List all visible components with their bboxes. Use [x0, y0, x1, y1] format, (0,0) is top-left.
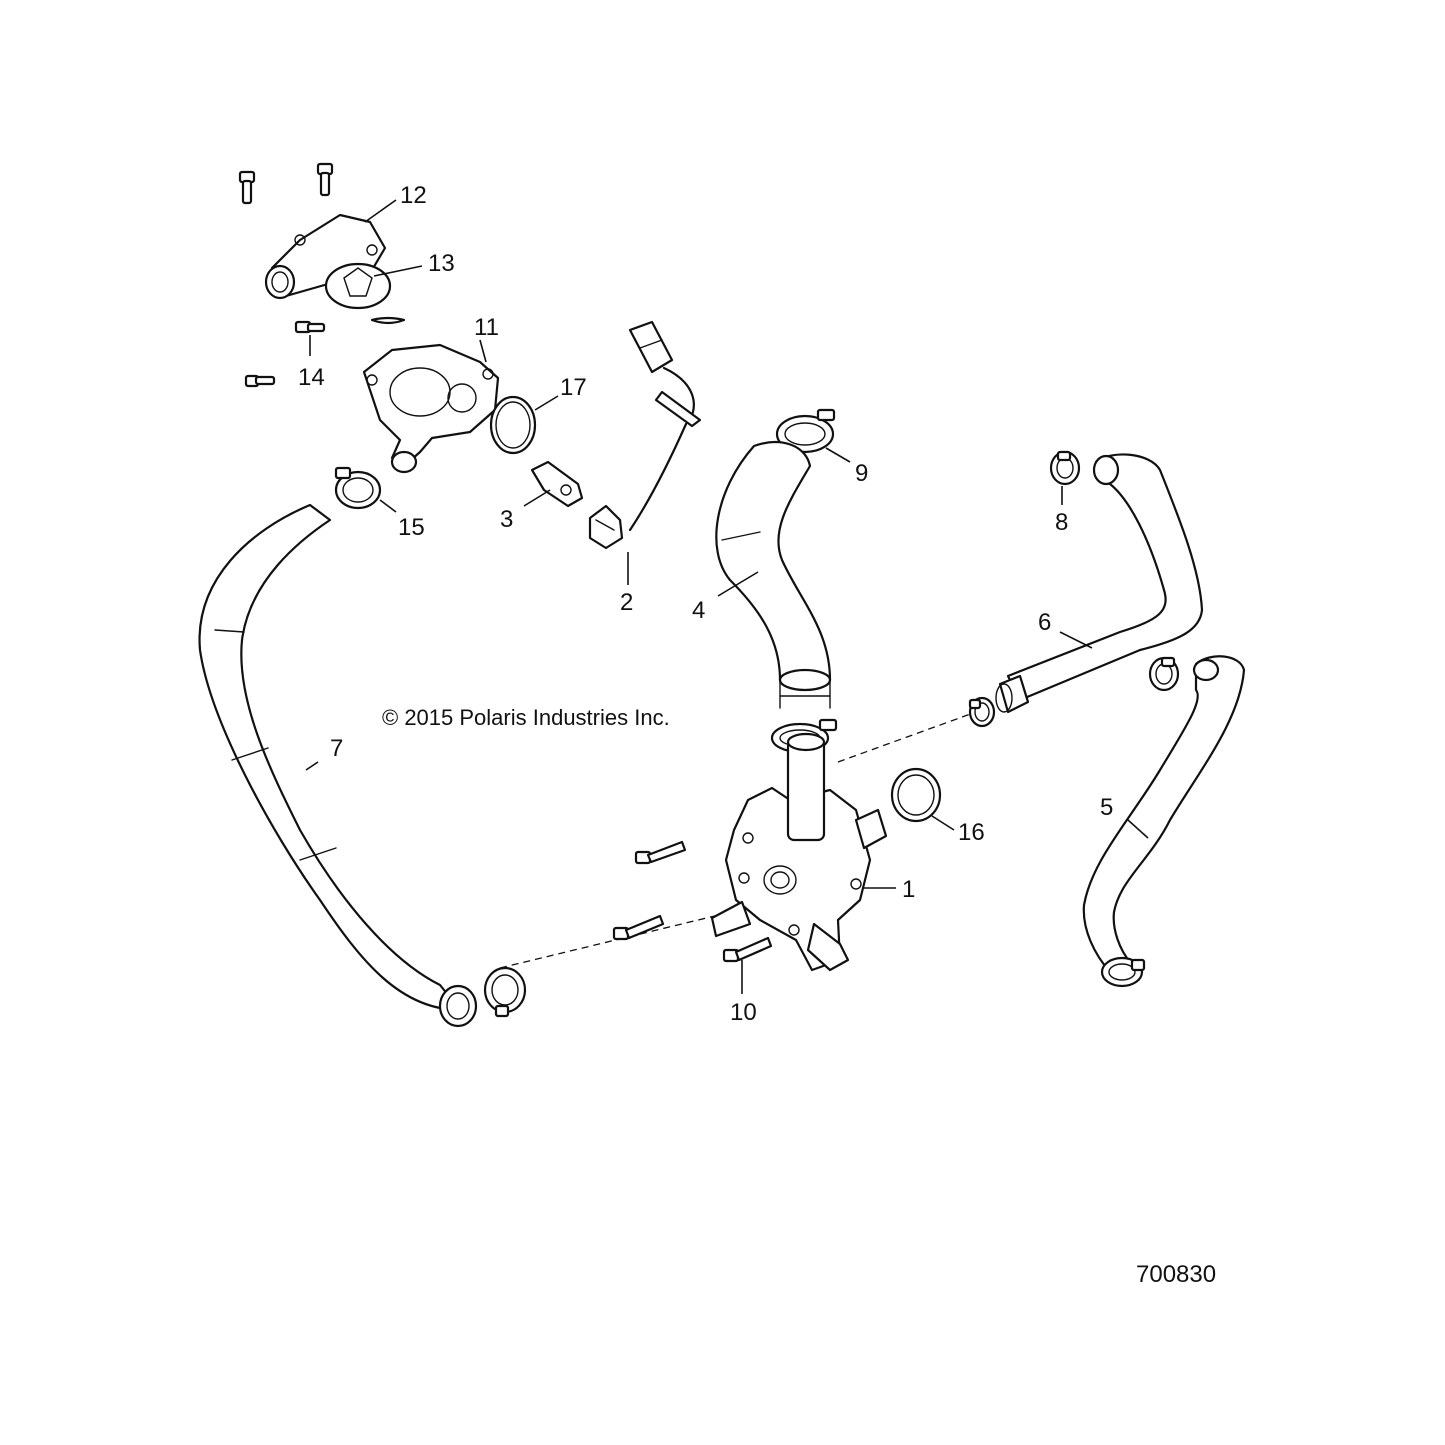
hose-clamp-6-end[interactable]: [968, 696, 996, 728]
coolant-hose-6[interactable]: [995, 453, 1204, 714]
housing-bolt-lower[interactable]: [244, 374, 276, 388]
callout-3: 3: [500, 506, 513, 533]
sensor-wire-harness[interactable]: [588, 320, 702, 550]
callout-11: 11: [474, 314, 499, 341]
callout-17: 17: [560, 374, 587, 401]
housing-bolt-upper[interactable]: [294, 320, 326, 334]
callout-12: 12: [400, 182, 427, 209]
hose-clamp-9[interactable]: [775, 408, 836, 454]
pump-bolt-upper[interactable]: [634, 840, 687, 865]
drawing-number: 700830: [1136, 1261, 1216, 1288]
callout-14: 14: [298, 364, 325, 391]
callout-5: 5: [1100, 794, 1113, 821]
pump-bolt-middle[interactable]: [612, 914, 665, 941]
callout-15: 15: [398, 514, 425, 541]
callout-9: 9: [855, 460, 868, 487]
thermostat[interactable]: [324, 262, 406, 325]
callout-6: 6: [1038, 609, 1051, 636]
callout-7: 7: [330, 735, 343, 762]
hose-clamp-5-top[interactable]: [1148, 656, 1180, 692]
hose-clamp-lower-left[interactable]: [483, 966, 527, 1018]
coolant-hose-7[interactable]: [198, 503, 478, 1028]
water-pump[interactable]: [710, 732, 888, 972]
thermostat-cover[interactable]: [264, 213, 387, 300]
leader-lines: [305, 199, 1149, 994]
callout-16: 16: [958, 819, 985, 846]
hose-clamp-5-bottom[interactable]: [1100, 956, 1146, 988]
cover-bolt-right[interactable]: [316, 162, 334, 197]
pump-o-ring[interactable]: [890, 767, 942, 823]
callout-10: 10: [730, 999, 757, 1026]
copyright-notice: © 2015 Polaris Industries Inc.: [382, 705, 670, 730]
cover-bolt-left[interactable]: [238, 170, 256, 205]
callout-13: 13: [428, 250, 455, 277]
hose-clamp-15[interactable]: [334, 466, 382, 510]
callout-4: 4: [692, 597, 705, 624]
housing-o-ring[interactable]: [489, 395, 537, 455]
pump-bolt-lower[interactable]: [722, 936, 773, 963]
callout-8: 8: [1055, 509, 1068, 536]
callout-1: 1: [902, 876, 915, 903]
thermostat-housing[interactable]: [362, 343, 500, 474]
callout-2: 2: [620, 589, 633, 616]
temperature-sensor[interactable]: [530, 460, 584, 508]
coolant-hose-4[interactable]: [715, 441, 832, 709]
coolant-hose-5[interactable]: [1082, 655, 1246, 974]
hose-clamp-8[interactable]: [1049, 450, 1081, 486]
